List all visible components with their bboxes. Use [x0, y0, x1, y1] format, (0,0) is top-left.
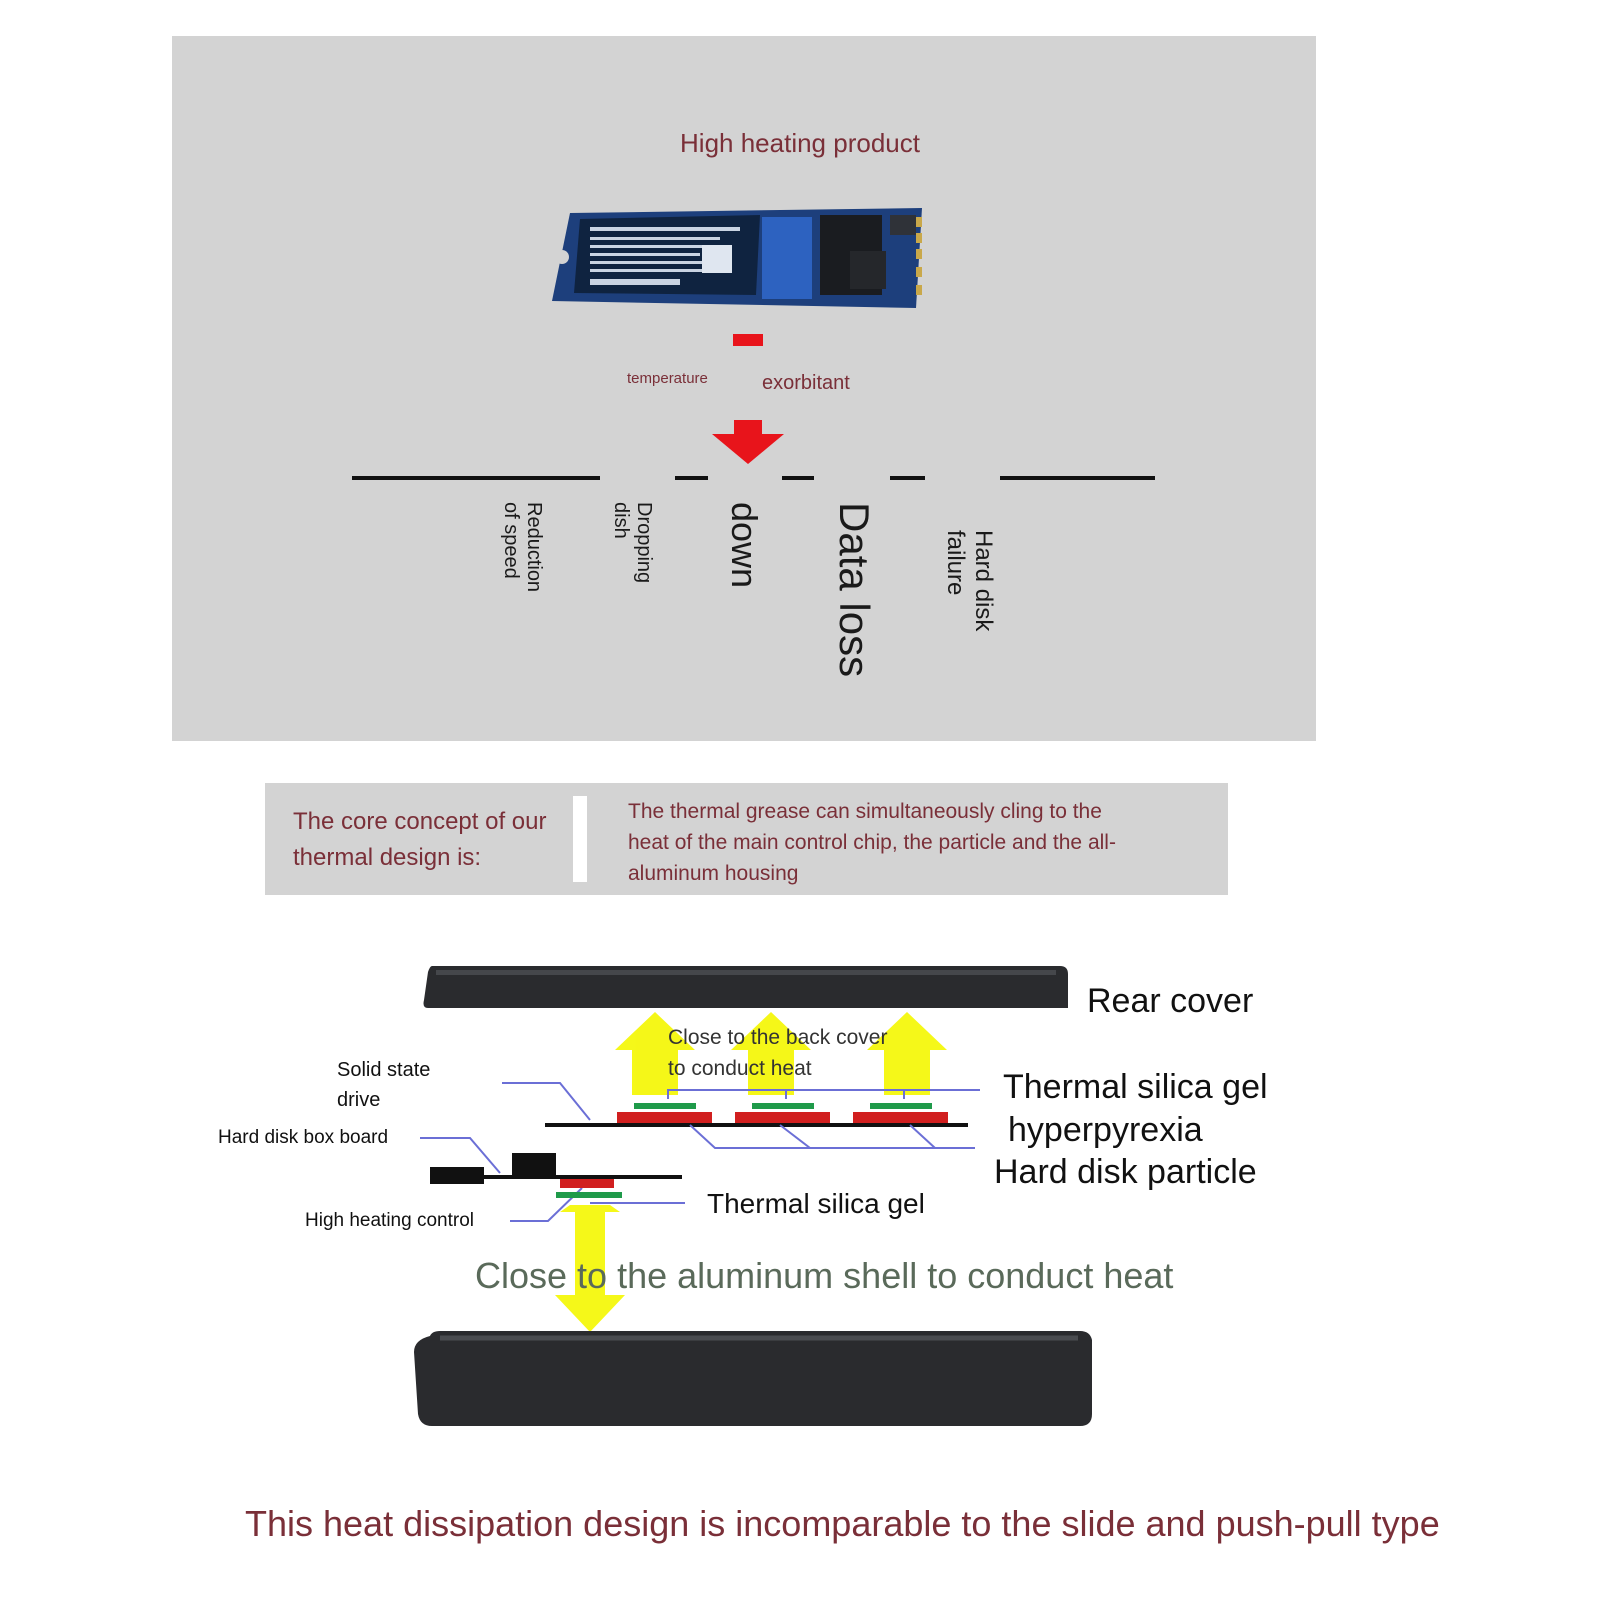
- consequence-dropping-dish: Dropping dish: [610, 502, 655, 584]
- consequence-down: down: [724, 502, 765, 589]
- exorbitant-label: exorbitant: [762, 372, 850, 394]
- hard-disk-particle-label: Hard disk particle: [994, 1153, 1257, 1191]
- footer-tagline: This heat dissipation design is incompar…: [245, 1503, 1440, 1544]
- particle-chip-1: [617, 1112, 712, 1123]
- heat-problem-panel: [172, 36, 1316, 741]
- aluminum-shell-caption: Close to the aluminum shell to conduct h…: [475, 1255, 1174, 1296]
- core-concept-description: The thermal grease can simultaneously cl…: [628, 800, 1116, 885]
- consequence-hard-disk-failure: Hard disk failure: [942, 530, 997, 632]
- temperature-label: temperature: [627, 370, 708, 387]
- high-heating-control-label: High heating control: [305, 1210, 474, 1231]
- heat-indicator-dash: [733, 334, 763, 346]
- core-concept-title: The core concept of our thermal design i…: [293, 808, 547, 871]
- control-gel-pad: [556, 1192, 622, 1198]
- consequence-data-loss: Data loss: [831, 502, 878, 678]
- heat-up-arrow-1: [615, 1012, 695, 1095]
- control-chip: [560, 1179, 614, 1188]
- panel-heading: High heating product: [680, 128, 920, 158]
- gel-pad-2: [752, 1103, 814, 1109]
- thermal-design-diagram: [414, 966, 1092, 1426]
- thermal-silica-gel-label-top: Thermal silica gel: [1003, 1068, 1268, 1106]
- hard-disk-box-board-label: Hard disk box board: [218, 1127, 389, 1148]
- thermal-silica-gel-label-bottom: Thermal silica gel: [707, 1188, 925, 1219]
- particle-chip-2: [735, 1112, 830, 1123]
- solid-state-drive-label: Solid state drive: [337, 1059, 431, 1111]
- down-arrow-icon: [712, 420, 784, 464]
- core-concept-box: [265, 783, 1228, 895]
- hyperpyrexia-label: hyperpyrexia: [1008, 1111, 1203, 1149]
- back-cover-note: Close to the back cover to conduct heat: [668, 1026, 888, 1080]
- aluminum-shell-shape: [414, 1331, 1092, 1426]
- rear-cover-label: Rear cover: [1087, 982, 1254, 1020]
- consequence-reduction-of-speed: Reduction of speed: [500, 502, 545, 593]
- ssd-card-image: [552, 208, 922, 308]
- heat-down-arrow: [555, 1205, 625, 1332]
- rear-cover-shape: [423, 966, 1068, 1008]
- core-concept-separator: [573, 796, 587, 882]
- consequence-divider: [352, 476, 1155, 480]
- heat-up-arrow-3: [867, 1012, 947, 1095]
- gel-pad-1: [634, 1103, 696, 1109]
- heat-up-arrow-2: [731, 1012, 811, 1095]
- gel-pad-3: [870, 1103, 932, 1109]
- particle-chip-3: [853, 1112, 948, 1123]
